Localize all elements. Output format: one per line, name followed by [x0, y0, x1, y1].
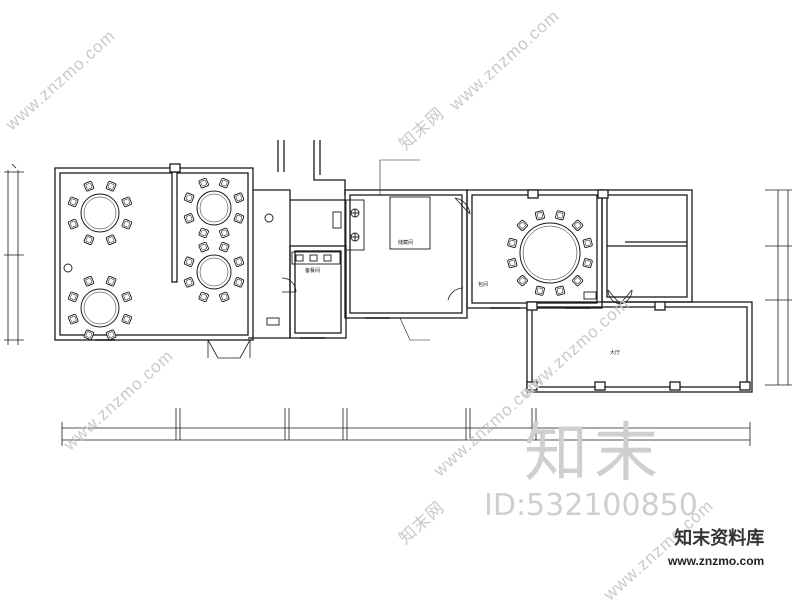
chair: [218, 241, 230, 253]
chair: [198, 227, 210, 239]
chair: [105, 234, 117, 246]
table-inner-ring: [83, 291, 117, 325]
chair: [506, 257, 518, 269]
chair: [218, 291, 230, 303]
chair: [198, 291, 210, 303]
chair: [83, 180, 95, 192]
chair: [233, 256, 245, 268]
watermark-id: ID:532100850: [484, 488, 698, 523]
chair: [105, 329, 117, 341]
table-inner-ring: [522, 225, 578, 281]
doors: [207, 197, 633, 359]
chair: [516, 274, 529, 287]
chair: [105, 180, 117, 192]
chair: [218, 177, 230, 189]
window-marks: [95, 307, 590, 341]
round-table: [183, 177, 245, 239]
table-top: [80, 193, 120, 233]
annotation-leaders: [379, 159, 430, 341]
chair: [183, 256, 195, 268]
dining-tables: [67, 177, 594, 341]
chair: [83, 234, 95, 246]
round-table: [67, 275, 133, 341]
chair: [121, 291, 133, 303]
round-table: [183, 241, 245, 303]
chair: [67, 196, 79, 208]
chair: [67, 218, 79, 230]
lobby-label: 大厅: [610, 350, 621, 356]
table-top: [196, 254, 232, 290]
chair: [198, 177, 210, 189]
chair: [534, 285, 546, 297]
banquet-room-label: 包间: [478, 282, 489, 288]
chair: [183, 192, 195, 204]
table-top: [80, 288, 120, 328]
pantry-label: 备餐间: [305, 268, 321, 274]
chair: [198, 241, 210, 253]
table-top: [519, 222, 581, 284]
chair: [534, 209, 546, 221]
chair: [554, 285, 566, 297]
chair: [571, 219, 584, 232]
chair: [582, 257, 594, 269]
chair: [83, 275, 95, 287]
chair: [67, 291, 79, 303]
round-table: [506, 209, 594, 297]
right-dimension-marks: [765, 189, 792, 386]
chair: [554, 209, 566, 221]
table-top: [196, 190, 232, 226]
kitchen-store-label: 储藏间: [398, 240, 414, 246]
bottom-dimension-line: [61, 408, 751, 446]
round-table: [67, 180, 133, 246]
chair: [218, 227, 230, 239]
table-inner-ring: [199, 193, 229, 223]
brand-url: www.znzmo.com: [668, 554, 765, 568]
chair: [121, 313, 133, 325]
chair: [67, 313, 79, 325]
chair: [516, 219, 529, 232]
left-dimension-marks: [4, 163, 24, 345]
chair: [571, 274, 584, 287]
kitchen-fixtures: [63, 196, 597, 326]
table-inner-ring: [83, 196, 117, 230]
watermark-logo-text: 知末: [524, 417, 664, 491]
chair: [233, 212, 245, 224]
chair: [183, 212, 195, 224]
chair: [233, 276, 245, 288]
table-inner-ring: [199, 257, 229, 287]
chair: [233, 192, 245, 204]
chair: [582, 237, 594, 249]
brand-name: 知末资料库: [674, 528, 765, 549]
chair: [121, 218, 133, 230]
chair: [105, 275, 117, 287]
chair: [83, 329, 95, 341]
brand-block: 知末资料库 www.znzmo.com: [668, 524, 764, 568]
chair: [183, 276, 195, 288]
chair: [506, 237, 518, 249]
chair: [121, 196, 133, 208]
